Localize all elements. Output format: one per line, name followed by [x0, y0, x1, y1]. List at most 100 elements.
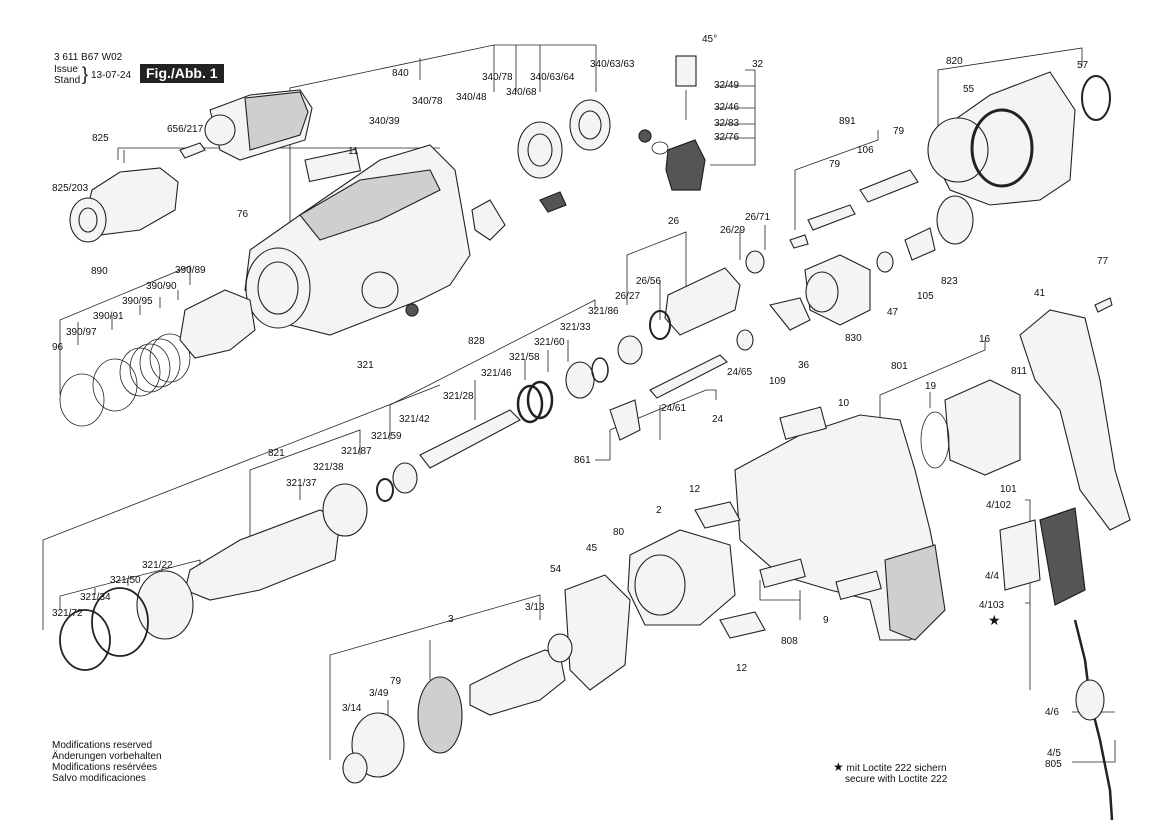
shaft-24 [609, 297, 811, 441]
label-340-78b: 340/78 [482, 72, 513, 83]
note-es: Salvo modificaciones [52, 773, 146, 784]
stator-2 [627, 529, 736, 626]
label-109: 109 [769, 376, 786, 387]
label-26-71: 26/71 [745, 212, 771, 223]
label-321-33: 321/33 [560, 322, 591, 333]
label-26: 26 [668, 216, 680, 227]
label-77: 77 [1097, 256, 1109, 267]
label-321-87: 321/87 [341, 446, 372, 457]
chuck-assembly [179, 89, 313, 161]
sleeve-825 [69, 167, 179, 243]
label-26-29: 26/29 [720, 225, 746, 236]
label-96: 96 [52, 342, 64, 353]
piston-26 [617, 250, 765, 365]
label-340-39: 340/39 [369, 116, 400, 127]
label-19: 19 [925, 381, 937, 392]
tool-holder-821 [59, 483, 368, 671]
label-47: 47 [887, 307, 899, 318]
label-16: 16 [979, 334, 991, 345]
label-321-37: 321/37 [286, 478, 317, 489]
label-321-46: 321/46 [481, 368, 512, 379]
label-32: 32 [752, 59, 764, 70]
label-390-97: 390/97 [66, 327, 97, 338]
label-840: 840 [392, 68, 409, 79]
label-11: 11 [348, 146, 359, 157]
rings-340 [471, 99, 611, 241]
label-79b: 79 [829, 159, 841, 170]
label-10: 10 [838, 398, 850, 409]
label-811: 811 [1011, 366, 1027, 377]
label-3: 3 [448, 614, 454, 625]
label-32-76: 32/76 [714, 132, 740, 143]
modifications-notes: Modifications reserved Änderungen vorbeh… [52, 740, 162, 784]
label-321-28: 321/28 [443, 391, 474, 402]
striker-321 [376, 357, 609, 502]
label-4-103: 4/103 [979, 600, 1005, 611]
label-57: 57 [1077, 60, 1089, 71]
label-891: 891 [839, 116, 856, 127]
label-32-83: 32/83 [714, 118, 740, 129]
label-101: 101 [1000, 484, 1017, 495]
leader-lines [42, 44, 1116, 763]
loctite-en: secure with Loctite 222 [845, 774, 948, 785]
label-80: 80 [613, 527, 625, 538]
handle-41 [1019, 297, 1131, 531]
housing-840 [244, 144, 471, 336]
label-390-90: 390/90 [146, 281, 177, 292]
label-890: 890 [91, 266, 108, 277]
label-12b: 12 [736, 663, 748, 674]
label-390-95: 390/95 [122, 296, 153, 307]
label-340-63-63: 340/63/63 [590, 59, 635, 70]
label-26-27: 26/27 [615, 291, 641, 302]
label-79c: 79 [390, 676, 402, 687]
label-808: 808 [781, 636, 798, 647]
gear-housing-820 [927, 71, 1111, 206]
label-105: 105 [917, 291, 934, 302]
note-de: Änderungen vorbehalten [52, 751, 162, 762]
loctite-de: mit Loctite 222 sichern [846, 763, 947, 774]
label-45deg: 45° [702, 34, 718, 45]
label-9: 9 [823, 615, 829, 626]
label-36: 36 [798, 360, 810, 371]
label-12a: 12 [689, 484, 701, 495]
springs-390 [59, 289, 256, 427]
label-24: 24 [712, 414, 724, 425]
label-340-63-64: 340/63/64 [530, 72, 575, 83]
brace: } [82, 64, 89, 84]
label-26-56: 26/56 [636, 276, 662, 287]
label-32-46: 32/46 [714, 102, 740, 113]
label-3-13: 3/13 [525, 602, 545, 613]
label-823: 823 [941, 276, 958, 287]
label-4-4: 4/4 [985, 571, 999, 582]
brackets-12 [694, 501, 766, 639]
x-markers [405, 129, 652, 317]
stand-label: Stand [54, 75, 81, 86]
label-861: 861 [574, 455, 591, 466]
label-54: 54 [550, 564, 562, 575]
issue-label: Issue [54, 64, 78, 75]
label-340-78a: 340/78 [412, 96, 443, 107]
svg-text:★: ★ [988, 612, 1001, 628]
issue-date: 13-07-24 [91, 70, 132, 81]
label-79a: 79 [893, 126, 905, 137]
label-3-14: 3/14 [342, 703, 362, 714]
label-390-91: 390/91 [93, 311, 124, 322]
label-321: 321 [357, 360, 374, 371]
electronics-19 [920, 379, 1021, 476]
wobble-830 [804, 254, 871, 326]
label-825-203: 825/203 [52, 183, 89, 194]
gear-823 [876, 195, 974, 273]
label-805: 805 [1045, 759, 1062, 770]
note-en: Modifications reserved [52, 740, 153, 751]
label-801: 801 [891, 361, 908, 372]
label-3-49: 3/49 [369, 688, 389, 699]
label-45: 45 [586, 543, 598, 554]
brush-holder-32 [639, 55, 706, 191]
pins-891 [789, 169, 919, 249]
label-390-89: 390/89 [175, 265, 206, 276]
label-321-50: 321/50 [110, 575, 141, 586]
label-321-86: 321/86 [588, 306, 619, 317]
label-656-217: 656/217 [167, 124, 204, 135]
label-821: 821 [268, 448, 285, 459]
